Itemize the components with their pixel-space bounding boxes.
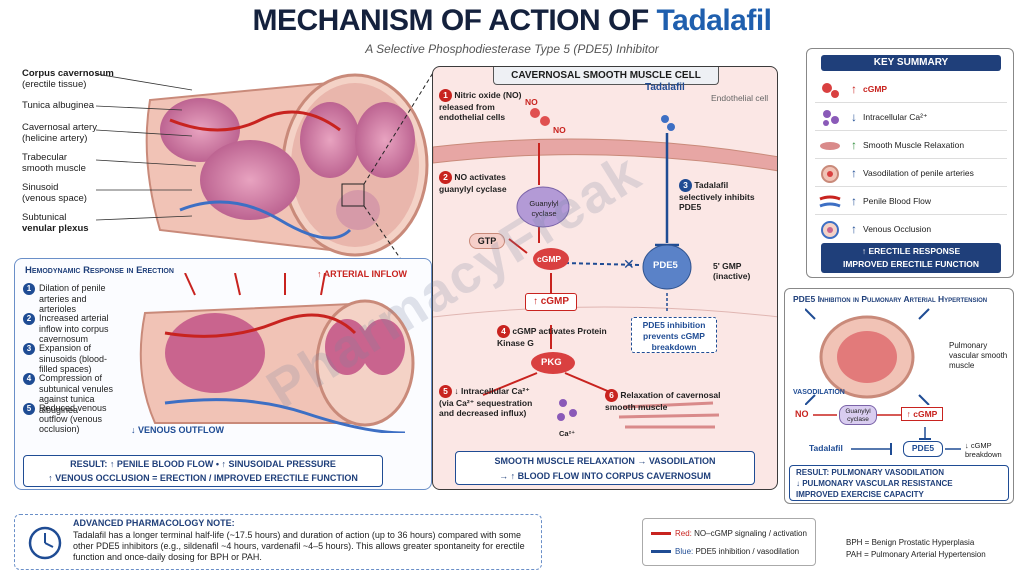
- vein-cross-section-icon: [821, 221, 839, 239]
- pulmonary-pathway-arrows: [813, 414, 961, 455]
- legend-blue: Blue: PDE5 inhibition / vasodilation: [651, 547, 799, 556]
- pulmonary-vessel-illustration: [805, 308, 930, 405]
- blood-flow-icon: [819, 195, 841, 208]
- cell-step-5: 5 ↓ Intracellular Ca²⁺(via Ca²⁺ sequestr…: [439, 385, 533, 418]
- pkg-label: PKG: [541, 357, 562, 368]
- cell-panel-title: CAVERNOSAL SMOOTH MUSCLE CELL: [493, 67, 719, 85]
- key-row-cgmp: ↑cGMP: [815, 77, 1007, 103]
- arterial-inflow-label: ↑ ARTERIAL INFLOW: [317, 269, 407, 279]
- tadalafil-label: Tadalafil: [645, 82, 685, 93]
- cell-step-3: 3 Tadalafil selectively inhibits PDE5: [679, 179, 755, 212]
- cell-membrane-illustration: [433, 108, 777, 429]
- cell-step-6: 6 Relaxation of cavernosal smooth muscle: [605, 389, 721, 412]
- no-molecule-label: NO: [525, 97, 538, 107]
- label-sinusoid: Sinusoid(venous space): [22, 182, 87, 204]
- key-summary-footer: ↑ ERECTILE RESPONSE IMPROVED ERECTILE FU…: [821, 243, 1001, 273]
- pulm-breakdown-label: ↓ cGMP breakdown: [965, 441, 1002, 459]
- pulm-no-label: NO: [795, 409, 809, 419]
- key-summary-title: KEY SUMMARY: [821, 55, 1001, 71]
- cgmp-molecule-label: cGMP: [537, 254, 562, 264]
- title-prefix: MECHANISM OF ACTION OF: [252, 4, 649, 37]
- block-x-icon: ✕: [623, 256, 635, 272]
- pulmonary-title: PDE5 Inhibition in Pulmonary Arterial Hy…: [793, 294, 988, 304]
- label-corpus-cavernosum: Corpus cavernosum(erectile tissue): [22, 68, 114, 90]
- endothelial-label: Endothelial cell: [711, 93, 769, 103]
- abbr-pah: PAH = Pulmonary Arterial Hypertension: [846, 550, 986, 559]
- pde5-inhibition-box: PDE5 inhibition prevents cGMP breakdown: [631, 317, 717, 353]
- hemodynamic-result: RESULT: ↑ PENILE BLOOD FLOW • ↑ SINUSOID…: [23, 455, 383, 487]
- cell-bottom-result: SMOOTH MUSCLE RELAXATION → VASODILATION …: [455, 451, 755, 485]
- color-legend: Red: NO–cGMP signaling / activation Blue…: [642, 518, 816, 566]
- key-row-blood-flow: ↑Penile Blood Flow: [815, 189, 1007, 215]
- cell-step-1: 1 Nitric oxide (NO) released from endoth…: [439, 89, 522, 122]
- muscle-fiber-icon: [820, 142, 840, 150]
- pulm-up-cgmp-box: ↑ cGMP: [901, 407, 943, 421]
- page-title: MECHANISM OF ACTION OF Tadalafil: [0, 4, 1024, 38]
- smooth-muscle-cell-panel: CAVERNOSAL SMOOTH MUSCLE CELL Endothelia…: [432, 66, 778, 490]
- label-tunica-albuginea: Tunica albuginea: [22, 100, 95, 111]
- note-title: ADVANCED PHARMACOLOGY NOTE:: [73, 518, 235, 528]
- venous-outflow-label: ↓ VENOUS OUTFLOW: [131, 425, 224, 435]
- clock-icon: [28, 526, 62, 560]
- pde5-enzyme-label: PDE5: [653, 260, 678, 271]
- pulm-guanylyl-label: Guanylyl cyclase: [839, 405, 877, 425]
- key-summary-panel: KEY SUMMARY ↑cGMP ↓Intracellular Ca²⁺ ↑S…: [806, 48, 1014, 278]
- legend-red: Red: NO–cGMP signaling / activation: [651, 529, 807, 538]
- pulmonary-panel: PDE5 Inhibition in Pulmonary Arterial Hy…: [784, 288, 1014, 504]
- hemodynamic-title: Hemodynamic Response in Erection: [25, 265, 174, 276]
- no-molecule-label-2: NO: [553, 125, 566, 135]
- cell-step-4: 4 cGMP activates Protein Kinase G: [497, 325, 607, 348]
- five-gmp-label: 5' GMP(inactive): [713, 261, 751, 281]
- penis-cross-section-illustration: [145, 73, 429, 257]
- pulm-pde5-box: PDE5: [903, 441, 943, 457]
- vasodilation-label: VASODILATION: [793, 389, 845, 396]
- calcium-icon: [823, 110, 839, 126]
- up-cgmp-box: ↑ cGMP: [525, 293, 577, 311]
- pulmonary-vessel-label: Pulmonary vascular smooth muscle: [949, 341, 1008, 370]
- note-text: Tadalafil has a longer terminal half-lif…: [73, 530, 525, 562]
- key-row-calcium: ↓Intracellular Ca²⁺: [815, 105, 1007, 131]
- page-subtitle: A Selective Phosphodiesterase Type 5 (PD…: [365, 42, 659, 56]
- title-drug-name: Tadalafil: [656, 4, 772, 37]
- calcium-label: Ca²⁺: [559, 429, 576, 438]
- gtp-label: GTP: [469, 233, 505, 249]
- pulmonary-result: RESULT: PULMONARY VASODILATION ↓ PULMONA…: [789, 465, 1009, 501]
- erect-penis-illustration: [139, 273, 415, 433]
- label-cavernosal-artery: Cavernosal artery(helicine artery): [22, 122, 97, 144]
- pulm-tadalafil-label: Tadalafil: [809, 443, 843, 453]
- key-row-relaxation: ↑Smooth Muscle Relaxation: [815, 133, 1007, 159]
- guanylyl-cyclase-label: Guanylyl cyclase: [529, 199, 559, 218]
- cgmp-molecule-icon: [822, 83, 839, 98]
- label-leader-lines: [95, 73, 197, 221]
- key-row-vasodilation: ↑Vasodilation of penile arteries: [815, 161, 1007, 187]
- pharmacology-note: ADVANCED PHARMACOLOGY NOTE: Tadalafil ha…: [14, 514, 542, 570]
- artery-icon: [821, 165, 839, 183]
- cell-step-2: 2 NO activates guanylyl cyclase: [439, 171, 507, 194]
- key-row-venous-occlusion: ↑Venous Occlusion: [815, 217, 1007, 243]
- abbr-bph: BPH = Benign Prostatic Hyperplasia: [846, 538, 975, 547]
